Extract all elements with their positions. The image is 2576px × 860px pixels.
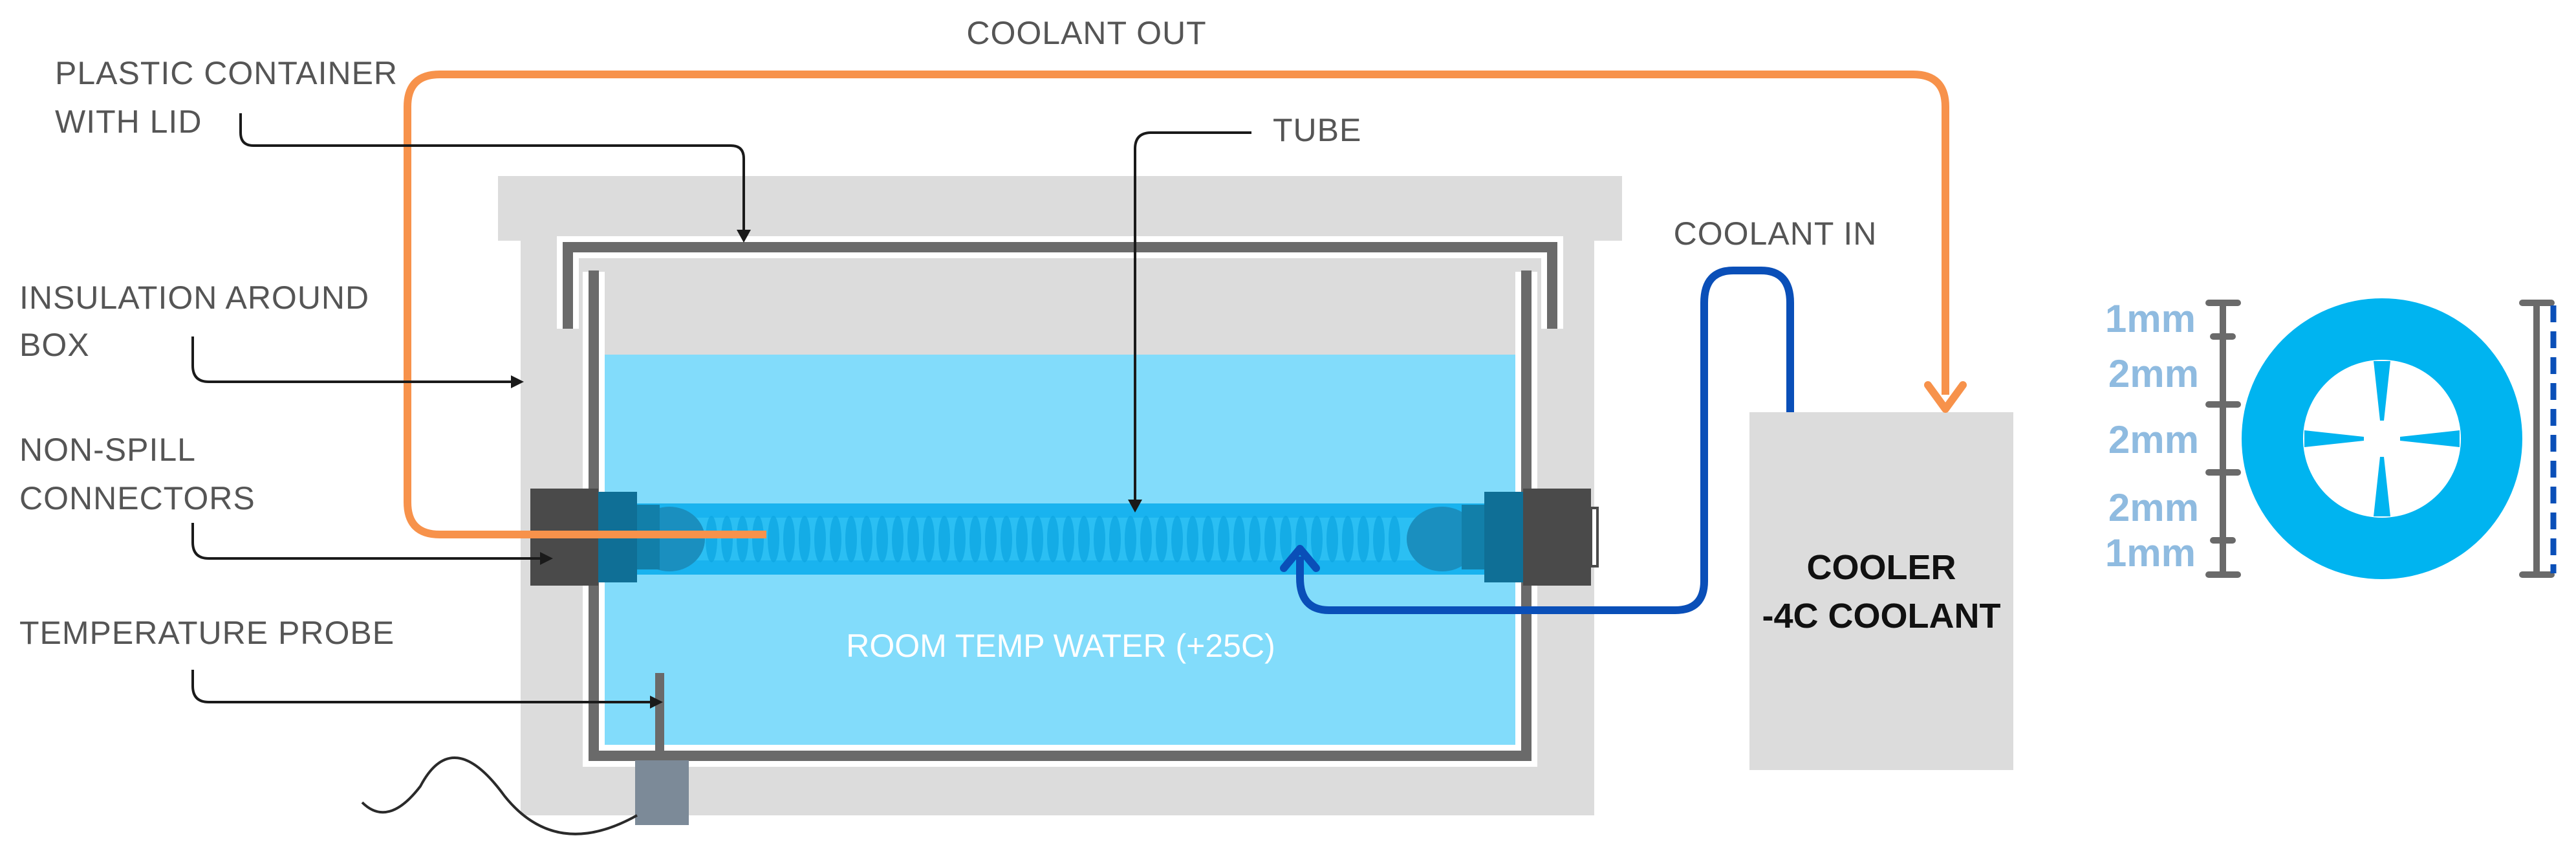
coolant-in-line — [1296, 267, 1794, 614]
tube-leader-arrow — [1128, 500, 1142, 513]
tube-cross-section-fins — [2304, 361, 2460, 516]
tube-rib — [1233, 516, 1245, 562]
tube-rib — [1326, 516, 1338, 562]
temperature-probe-leader-arrow — [650, 696, 663, 709]
tube-rib — [938, 516, 950, 562]
tube-ribs — [706, 516, 1400, 562]
tube-rib — [845, 516, 857, 562]
tube-rib — [1001, 516, 1012, 562]
tube-rib — [1094, 516, 1105, 562]
coolant-out-label: COOLANT OUT — [966, 15, 1206, 51]
dimension-label-3: 2mm — [2108, 418, 2199, 461]
plastic-container-leader — [239, 113, 745, 234]
tube-rib — [799, 516, 810, 562]
tube-rib — [876, 516, 888, 562]
connectors-leader — [191, 523, 543, 560]
cooler-label-line1: COOLER — [1806, 548, 1956, 587]
tube-rib — [907, 516, 919, 562]
insulation-label-1: INSULATION AROUND — [19, 280, 369, 316]
overall-height-bar — [2519, 300, 2557, 578]
plastic-container-label-2: WITH LID — [55, 104, 202, 140]
tube-rib — [830, 516, 841, 562]
tube-rib — [1218, 516, 1229, 562]
tube-cross-section — [2242, 298, 2522, 579]
tube-rib — [1373, 516, 1385, 562]
tube-rib — [768, 516, 779, 562]
tube-rib — [814, 516, 826, 562]
tube-rib — [1032, 516, 1043, 562]
plastic-container-leader-arrow — [737, 230, 751, 243]
tube-rib — [1389, 516, 1400, 562]
tube — [614, 503, 1488, 575]
connectors-leader-arrow — [540, 552, 553, 565]
insulation-label-2: BOX — [19, 327, 90, 363]
coolant-in-label: COOLANT IN — [1674, 215, 1878, 252]
connector-right — [1462, 489, 1599, 586]
tube-rib — [985, 516, 997, 562]
tube-rib — [892, 516, 904, 562]
tube-rib — [1249, 516, 1261, 562]
tube-rib — [954, 516, 966, 562]
tube-rib — [1280, 516, 1292, 562]
tube-rib — [1140, 516, 1152, 562]
tube-rib — [1016, 516, 1028, 562]
coolant-in-arrowhead — [1280, 545, 1320, 572]
tube-rib — [1171, 516, 1183, 562]
tube-rib — [861, 516, 872, 562]
insulation-leader — [191, 336, 514, 383]
tube-rib — [1063, 516, 1074, 562]
coolant-out-arrowhead — [1924, 381, 1967, 413]
tube-rib — [1156, 516, 1167, 562]
temperature-probe-label: TEMPERATURE PROBE — [19, 615, 395, 651]
tube-rib — [737, 516, 748, 562]
tube-cross-section-inner — [2303, 360, 2461, 518]
dimension-scale — [2205, 300, 2241, 578]
insulation-leader-arrow — [511, 375, 524, 388]
tube-rib — [752, 516, 764, 562]
tube-label: TUBE — [1273, 112, 1361, 148]
tube-rib — [1078, 516, 1090, 562]
tube-rib — [1342, 516, 1354, 562]
dimension-label-4: 2mm — [2108, 486, 2199, 529]
temperature-probe-leader — [191, 670, 653, 703]
tube-rib — [1264, 516, 1276, 562]
cooler-label-line2: -4C COOLANT — [1762, 597, 2001, 635]
dimension-label-5: 1mm — [2105, 531, 2196, 575]
connectors-label-1: NON-SPILL — [19, 432, 196, 468]
tube-rib — [783, 516, 795, 562]
dimension-label-1: 1mm — [2105, 297, 2196, 340]
tube-rib — [1125, 516, 1136, 562]
tube-rib — [1202, 516, 1214, 562]
tube-rib — [1047, 516, 1059, 562]
dimension-label-2: 2mm — [2108, 352, 2199, 395]
tube-rib — [1109, 516, 1121, 562]
cooler-box — [1749, 412, 2013, 770]
tube-rib — [923, 516, 935, 562]
coolant-out-line — [404, 71, 1949, 538]
plastic-container-label-1: PLASTIC CONTAINER — [55, 55, 398, 91]
tube-rib — [721, 516, 733, 562]
tube-rib — [1187, 516, 1198, 562]
temperature-probe — [361, 673, 689, 835]
room-temp-water-label: ROOM TEMP WATER (+25C) — [846, 628, 1275, 664]
tube-leader — [1134, 131, 1251, 503]
tube-rib — [706, 516, 717, 562]
connectors-label-2: CONNECTORS — [19, 480, 255, 516]
tube-rib — [1358, 516, 1369, 562]
tube-rib — [969, 516, 981, 562]
tube-rib — [1311, 516, 1323, 562]
